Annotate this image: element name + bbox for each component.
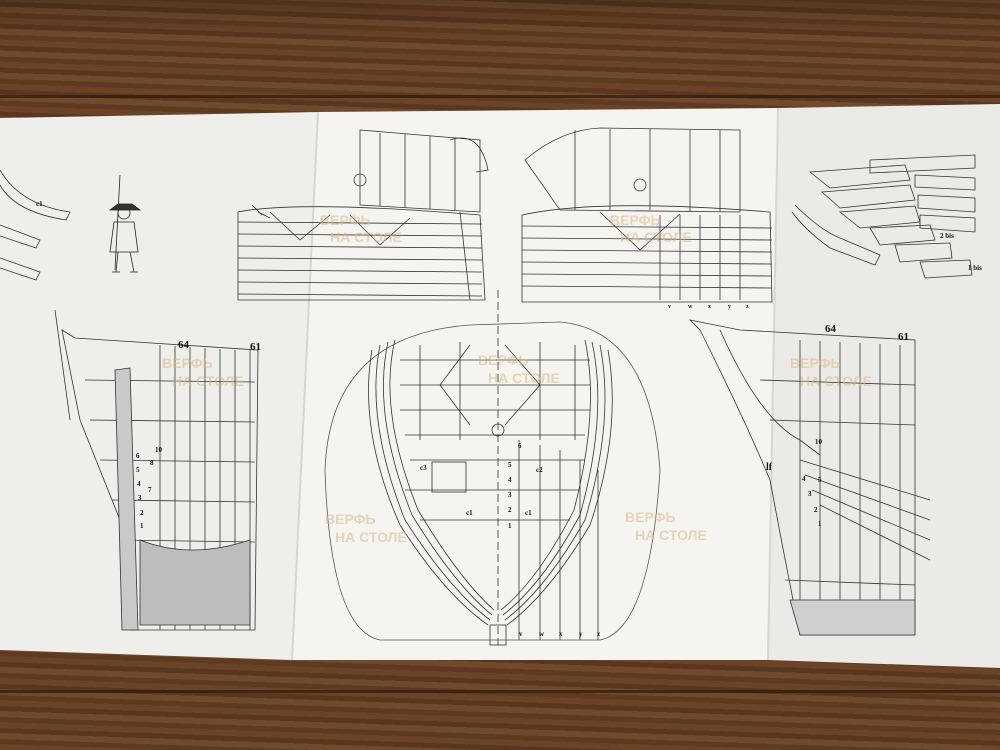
paper-panel-center bbox=[292, 108, 778, 660]
watermark-text: НА СТОЛЕ bbox=[330, 229, 402, 245]
table-plank-seam bbox=[0, 95, 1000, 98]
number-label: 1 bbox=[140, 522, 144, 530]
number-label: 1 bbox=[818, 520, 822, 528]
part-label: c1 bbox=[525, 509, 532, 517]
number-label: 8 bbox=[150, 459, 154, 467]
waterline-label: z bbox=[746, 304, 749, 310]
number-label: 5 bbox=[508, 461, 512, 469]
watermark-text: НА СТОЛЕ bbox=[620, 229, 692, 245]
frame-label: 64 bbox=[825, 323, 837, 335]
number-label: 6 bbox=[136, 452, 140, 460]
bow-elevation-right bbox=[521, 127, 773, 303]
number-label: 4 bbox=[137, 480, 141, 488]
number-label: 10 bbox=[815, 438, 823, 446]
frame-label: 61 bbox=[250, 341, 261, 353]
hull-body-plan bbox=[324, 290, 661, 646]
waterline-label: y bbox=[579, 630, 583, 638]
watermark-text: ВЕРФЬ bbox=[790, 355, 841, 371]
waterline-label: v bbox=[519, 630, 523, 638]
number-label: 10 bbox=[155, 446, 163, 454]
watermark-text: ВЕРФЬ bbox=[478, 352, 529, 368]
number-label: 3 bbox=[508, 491, 512, 499]
watermark-text: НА СТОЛЕ bbox=[172, 373, 244, 389]
waterline-label: v bbox=[668, 304, 671, 310]
number-label: 3 bbox=[138, 494, 142, 502]
number-label: 2 bbox=[508, 506, 512, 514]
waterline-label: x bbox=[559, 630, 563, 638]
watermark-text: НА СТОЛЕ bbox=[635, 527, 707, 543]
part-outlines-right bbox=[791, 154, 976, 279]
number-label: 4 bbox=[802, 475, 806, 483]
part-label: c3 bbox=[420, 464, 427, 472]
number-label: 2 bbox=[814, 506, 818, 514]
watermark-text: НА СТОЛЕ bbox=[800, 373, 872, 389]
paper-fold bbox=[767, 107, 779, 661]
watermark-text: ВЕРФЬ bbox=[162, 355, 213, 371]
watermark-group: ВЕРФЬ НА СТОЛЕ ВЕРФЬ НА СТОЛЕ ВЕРФЬ НА С… bbox=[162, 212, 872, 545]
profile-drawing-left bbox=[54, 309, 259, 631]
number-label: 1 bbox=[508, 522, 512, 530]
waterline-label: y bbox=[728, 304, 731, 310]
number-label: 2 bbox=[140, 509, 144, 517]
watermark-text: НА СТОЛЕ bbox=[335, 529, 407, 545]
part-label: 1 bis bbox=[968, 264, 982, 272]
profile-drawing-right bbox=[688, 319, 931, 636]
part-outlines-left bbox=[0, 169, 71, 281]
number-label: 7 bbox=[148, 486, 152, 494]
watermark-text: ВЕРФЬ bbox=[610, 212, 661, 228]
stern-elevation-left bbox=[237, 129, 489, 301]
waterline-label: w bbox=[688, 304, 693, 310]
part-label: c1 bbox=[466, 509, 473, 517]
part-label: lf bbox=[766, 462, 773, 473]
soldier-figure bbox=[108, 174, 142, 273]
number-label: 5 bbox=[136, 466, 140, 474]
watermark-text: ВЕРФЬ bbox=[320, 212, 371, 228]
number-label: 6 bbox=[518, 442, 522, 450]
number-label: 3 bbox=[808, 490, 812, 498]
part-label: 2 bis bbox=[940, 232, 954, 240]
paper-fold bbox=[291, 111, 319, 661]
watermark-text: ВЕРФЬ bbox=[325, 511, 376, 527]
frame-label: 64 bbox=[178, 339, 190, 351]
number-label: 4 bbox=[508, 476, 512, 484]
table-plank-seam bbox=[0, 690, 1000, 693]
waterline-label: z bbox=[597, 630, 600, 638]
part-label: c2 bbox=[536, 466, 543, 474]
frame-label: 61 bbox=[898, 331, 909, 343]
paper-panel-left bbox=[0, 112, 318, 660]
watermark-text: НА СТОЛЕ bbox=[488, 370, 560, 386]
waterline-label: w bbox=[539, 630, 545, 638]
drawing-labels: 64 61 64 61 2 bis 1 bis lf c1 c1 c2 c3 c… bbox=[36, 200, 982, 638]
part-label: c1 bbox=[36, 200, 43, 208]
watermark-text: ВЕРФЬ bbox=[625, 509, 676, 525]
number-label: 5 bbox=[818, 476, 822, 484]
waterline-label: x bbox=[708, 304, 711, 310]
